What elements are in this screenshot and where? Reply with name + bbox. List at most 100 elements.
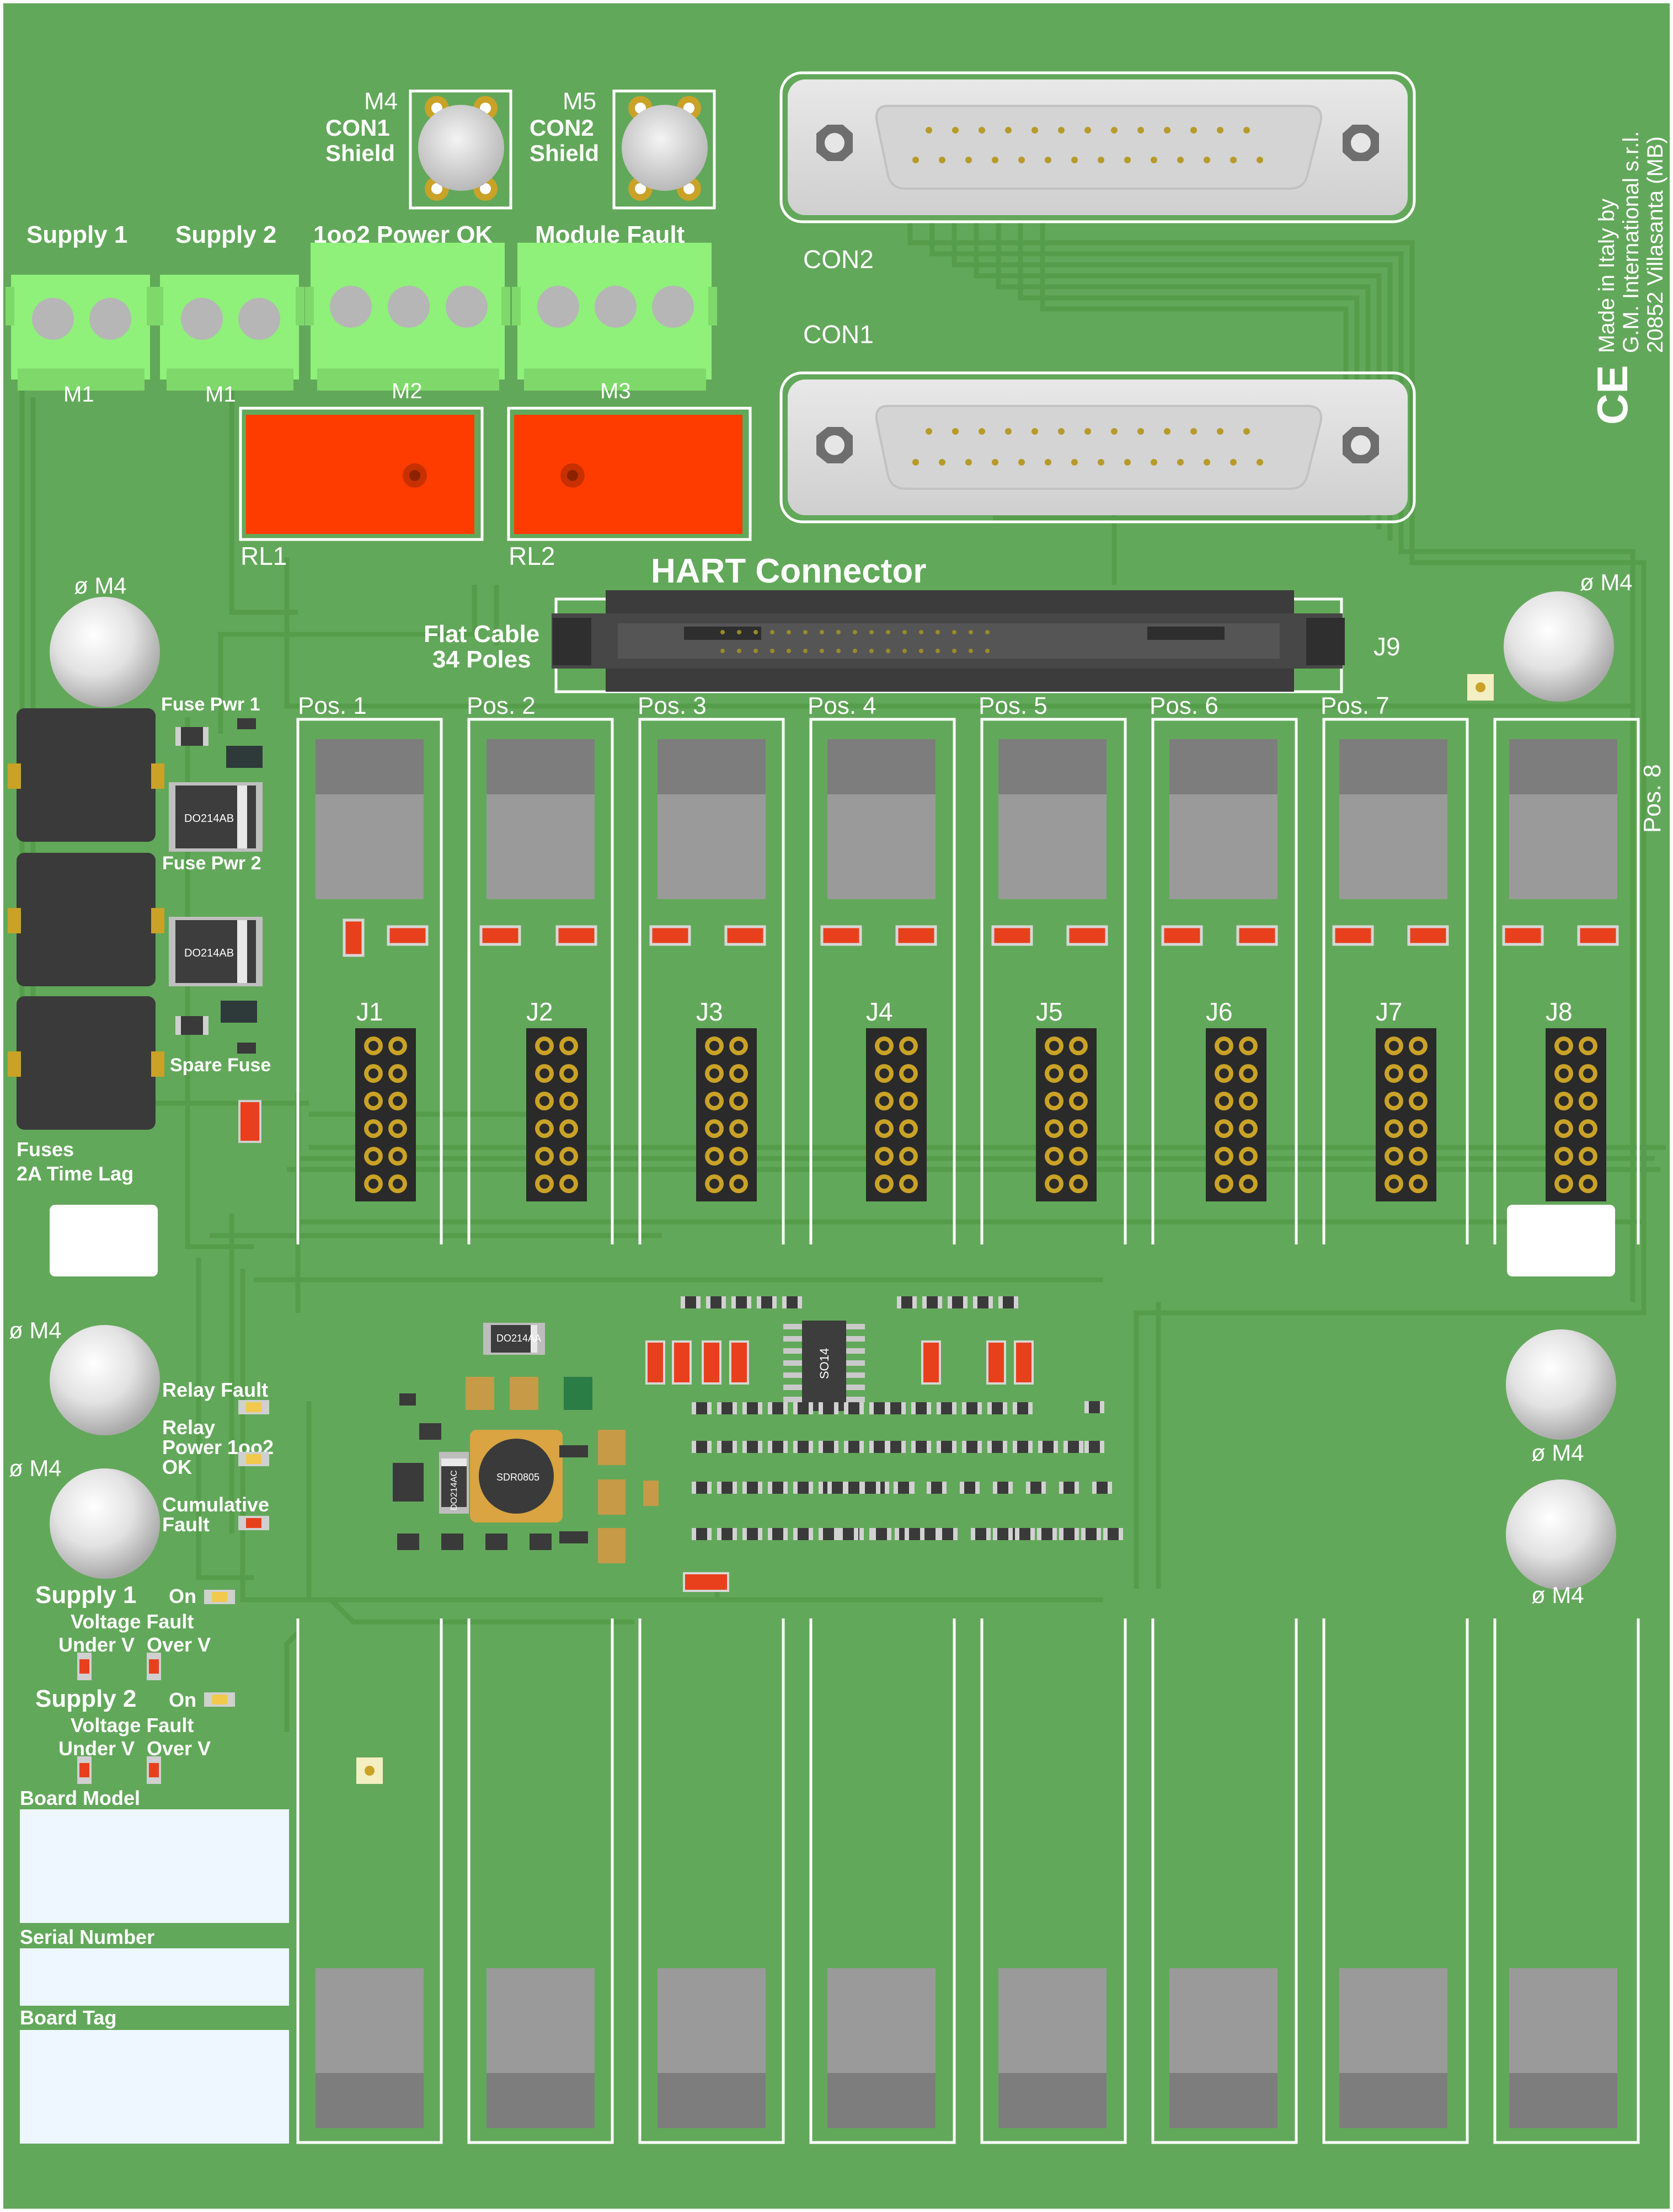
header-pin-hole [1219, 1068, 1229, 1078]
smd-pad [998, 1296, 1003, 1308]
smd-pad [819, 1402, 823, 1414]
smd-part [937, 1441, 956, 1453]
smd-pad [1084, 1401, 1089, 1413]
header-pin-hole [1243, 1151, 1253, 1161]
header-pin-hole [1219, 1179, 1229, 1189]
manufacturer-line3: 20852 Villasanta (MB) [1643, 136, 1667, 353]
header-pin-hole [1559, 1124, 1569, 1134]
smd-pad [1079, 1441, 1083, 1453]
header-pin-hole [564, 1068, 574, 1078]
header-pin-hole [393, 1096, 403, 1106]
header-pin-hole [368, 1151, 378, 1161]
j2-label: J2 [526, 997, 553, 1026]
header-pin-hole [1243, 1041, 1253, 1051]
header-pin-hole [1389, 1041, 1399, 1051]
smd-pad [758, 1402, 762, 1414]
mounting-hole-mid-left [50, 1325, 160, 1435]
header-pin-hole [734, 1068, 744, 1078]
header-pin-hole [1049, 1124, 1059, 1134]
smd-part [844, 1441, 864, 1453]
header-pin-hole [564, 1041, 574, 1051]
smd-pad [971, 1528, 975, 1540]
smd-part [911, 1441, 931, 1453]
smd-part [819, 1528, 838, 1540]
pos-8-label: Pos. 8 [1639, 764, 1666, 833]
smd-pad [920, 1528, 924, 1540]
shield-m5-line2: Shield [530, 140, 599, 166]
header-pin-hole [1559, 1151, 1569, 1161]
smd-part [768, 1528, 788, 1540]
board-model-field[interactable] [20, 1809, 289, 1923]
inductor-label: SDR0805 [496, 1472, 539, 1483]
header-pin-hole [393, 1124, 403, 1134]
smd-pad [1003, 1441, 1007, 1453]
mounting-hole-label-tr: ø M4 [1580, 569, 1633, 595]
smd-pad [819, 1482, 823, 1494]
header-pin-hole [1073, 1041, 1083, 1051]
smd-pad [681, 1296, 685, 1308]
header-pin-hole [1073, 1124, 1083, 1134]
hart-cable-line1: Flat Cable [424, 621, 539, 648]
header-pin-hole [1389, 1151, 1399, 1161]
hart-ref: J9 [1373, 632, 1401, 661]
smd-part [717, 1402, 737, 1414]
j8-label: J8 [1546, 997, 1573, 1026]
smd-part [793, 1482, 813, 1494]
smd-part [869, 1402, 889, 1414]
smd-part [742, 1528, 762, 1540]
header-pin-hole [1219, 1041, 1229, 1051]
dsub-con2 [779, 71, 1416, 223]
smd-pad [922, 1296, 927, 1308]
smd-pad [772, 1296, 777, 1308]
smd-pad [938, 1296, 942, 1308]
smd-pad [887, 1528, 891, 1540]
header-pin-hole [1049, 1068, 1059, 1078]
header-pin-hole [879, 1124, 889, 1134]
header-pin-hole [1219, 1124, 1229, 1134]
smd-part [717, 1441, 737, 1453]
fuses-line1: Fuses [17, 1138, 74, 1161]
header-pin-hole [539, 1041, 549, 1051]
smd-pad [757, 1296, 761, 1308]
header-pin-hole [368, 1041, 378, 1051]
header-pin-hole [539, 1179, 549, 1189]
smd-pad [819, 1441, 823, 1453]
smd-pad [1013, 1402, 1017, 1414]
smd-part [987, 1402, 1007, 1414]
board-tag-field[interactable] [20, 2030, 289, 2144]
smd-part [793, 1402, 813, 1414]
smd-part [1059, 1528, 1079, 1540]
smd-pad [793, 1402, 798, 1414]
mounting-hole-label-tl: ø M4 [74, 573, 127, 599]
smd-pad [768, 1528, 772, 1540]
smd-pad [1063, 1441, 1068, 1453]
header-pin-hole [709, 1179, 719, 1189]
shield-m4-line1: CON1 [325, 115, 390, 141]
smd-pad [897, 1296, 901, 1308]
smd-pad [1054, 1441, 1058, 1453]
smd-pad [886, 1441, 890, 1453]
smd-part [998, 1296, 1018, 1308]
smd-pad [1084, 1441, 1089, 1453]
smd-part [768, 1482, 788, 1494]
position-resistors [343, 918, 1619, 957]
terminal-supply1 [6, 275, 156, 391]
smd-part [692, 1528, 712, 1540]
pos-4-label: Pos. 4 [808, 692, 876, 719]
header-pin-hole [1583, 1041, 1593, 1051]
manufacturer-line1: Made in Italy by [1595, 199, 1619, 353]
smd-part [1063, 1441, 1083, 1453]
header-pin-hole [1583, 1068, 1593, 1078]
smd-pad [1008, 1528, 1013, 1540]
serial-number-field[interactable] [20, 1948, 289, 2006]
smd-pad [742, 1482, 747, 1494]
header-pin-hole [879, 1068, 889, 1078]
terminal-module-fault [512, 243, 717, 391]
smd-part [872, 1528, 891, 1540]
mounting-hole-label-lr: ø M4 [1531, 1582, 1584, 1608]
smd-pad [859, 1441, 864, 1453]
smd-pad [782, 1296, 787, 1308]
smd-part [742, 1482, 762, 1494]
smd-pad [793, 1528, 798, 1540]
smd-pad [1108, 1482, 1112, 1494]
